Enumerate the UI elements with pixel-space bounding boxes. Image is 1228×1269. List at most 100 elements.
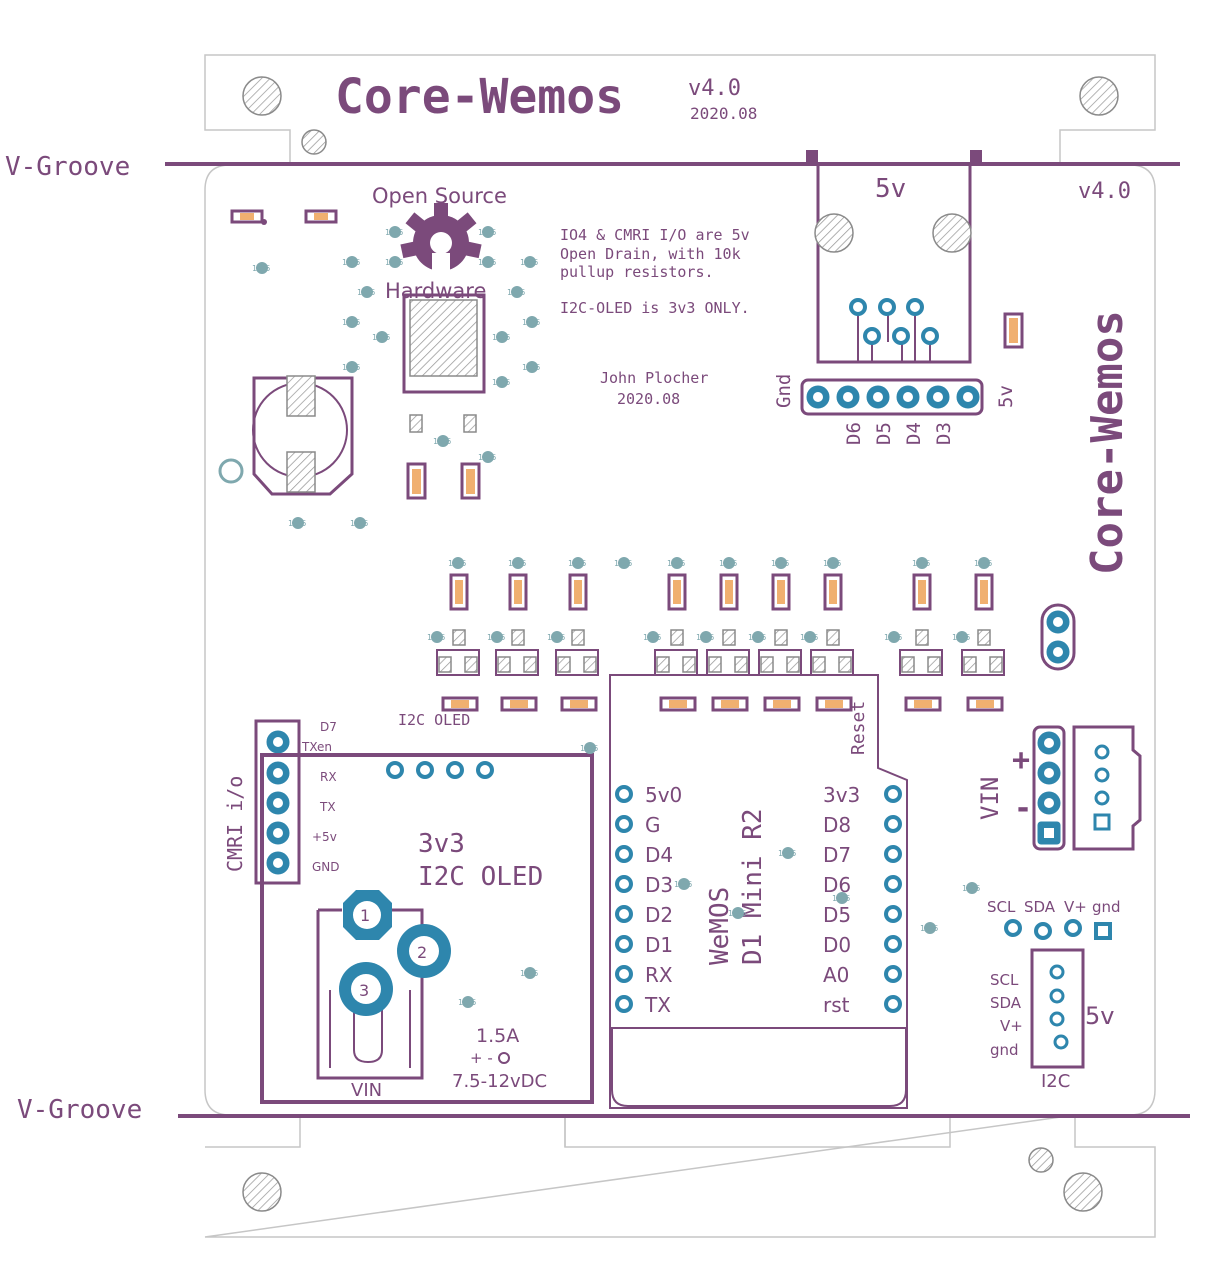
via [524, 967, 536, 979]
wemos-name-line1: WeMOS [705, 887, 735, 965]
i2c-conn-scl: SCL [990, 971, 1019, 989]
wemos-left-pin-label: TX [644, 993, 671, 1017]
board-title: Core-Wemos [335, 69, 624, 125]
via-label: 1-16 [385, 258, 403, 267]
polarity-icon [498, 1052, 510, 1064]
note-line-3: pullup resistors. [560, 263, 714, 281]
via-label: 1-16 [614, 559, 632, 568]
wemos-right-pin-label: D5 [823, 903, 851, 927]
via-label: 1-16 [342, 318, 360, 327]
wemos-pin-pad [884, 875, 902, 893]
power-polarity: + - [470, 1049, 493, 1067]
rj-connector-label: 5v [875, 174, 906, 204]
via-label: 1-16 [962, 884, 980, 893]
via-label: 1-16 [696, 633, 714, 642]
author-name: John Plocher [600, 369, 708, 387]
via [346, 361, 358, 373]
via [956, 631, 968, 643]
via [452, 557, 464, 569]
note-line-2: Open Drain, with 10k [560, 245, 741, 263]
via-label: 1-16 [748, 633, 766, 642]
via-label: 1-16 [478, 453, 496, 462]
via [482, 226, 494, 238]
gear-icon [400, 203, 482, 283]
vin-minus: - [1014, 791, 1032, 826]
power-pin-3: 3 [359, 981, 369, 1000]
wemos-name-line2: D1 Mini R2 [738, 808, 768, 965]
wemos-left-pin-label: RX [645, 963, 673, 987]
via-label: 1-16 [372, 333, 390, 342]
via [496, 376, 508, 388]
design-notes: IO4 & CMRI I/O are 5v Open Drain, with 1… [560, 226, 750, 408]
via-label: 1-16 [674, 880, 692, 889]
via-label: 1-16 [771, 559, 789, 568]
via-label: 1-16 [350, 519, 368, 528]
wemos-left-pin-label: D3 [645, 873, 673, 897]
via-label: 1-16 [508, 559, 526, 568]
top-smd-parts [230, 209, 1024, 349]
via [256, 262, 268, 274]
wemos-pin-pad [884, 785, 902, 803]
via [496, 331, 508, 343]
regulator-tab [409, 299, 478, 377]
cmri-pin-5v: +5v [312, 830, 337, 844]
i2c-oled-header-label: I2C OLED [398, 711, 470, 729]
mounting-hole [1079, 76, 1119, 116]
v-groove-top: V-Groove [5, 152, 1180, 182]
via-label: 1-16 [884, 633, 902, 642]
via-label: 1-16 [568, 559, 586, 568]
vin-plus: + [1012, 743, 1030, 778]
vin-terminal-label: VIN [976, 777, 1004, 820]
via-label: 1-16 [448, 559, 466, 568]
via [752, 631, 764, 643]
via [584, 742, 596, 754]
via-label: 1-16 [800, 633, 818, 642]
cmri-label: CMRI i/o [223, 776, 247, 872]
mounting-hole [301, 129, 327, 155]
via [671, 557, 683, 569]
via-label: 1-16 [520, 969, 538, 978]
via-label: 1-16 [719, 559, 737, 568]
wemos-pin-pad [615, 815, 633, 833]
via-label: 1-16 [478, 258, 496, 267]
via [524, 256, 536, 268]
wemos-left-pin-label: D2 [645, 903, 673, 927]
rj-pins [849, 298, 939, 362]
via-label: 1-16 [342, 258, 360, 267]
wemos-pin-pad [615, 995, 633, 1013]
author-date: 2020.08 [617, 390, 680, 408]
rj-connector: 5v Gnd 5v D6 D5 D4 D3 [773, 150, 1017, 445]
i2c-voltage: 5v [1085, 1002, 1114, 1030]
via-label: 1-16 [832, 894, 850, 903]
via [292, 517, 304, 529]
wemos-pin-pad [615, 785, 633, 803]
wemos-pin-pad [884, 965, 902, 983]
via-label: 1-16 [952, 633, 970, 642]
via [354, 517, 366, 529]
via [389, 226, 401, 238]
wemos-left-pin-label: D1 [645, 933, 673, 957]
v-groove-bottom: V-Groove [17, 1095, 1190, 1125]
i2c-label: I2C [1041, 1071, 1070, 1092]
via-label: 1-16 [912, 559, 930, 568]
oled-line1: 3v3 [418, 829, 465, 859]
board-version: v4.0 [688, 76, 741, 101]
i2c-header-gnd: gnd [1092, 898, 1121, 916]
via [782, 847, 794, 859]
vin-terminal: VIN + - [976, 725, 1142, 851]
via [978, 557, 990, 569]
via [361, 286, 373, 298]
via-label: 1-16 [288, 519, 306, 528]
led-driver-row [436, 573, 1005, 712]
via [827, 557, 839, 569]
via [526, 316, 538, 328]
wemos-pin-pad [884, 935, 902, 953]
test-vias: 1-16 1-16 1-16 1-16 1-16 1-16 1-16 1-16 1-16 1-16… [252, 226, 992, 1008]
mounting-hole [1063, 1172, 1103, 1212]
wemos-reset-label: Reset [848, 701, 869, 755]
wemos-pin-pad [615, 845, 633, 863]
cmri-pin-tx: TX [319, 800, 336, 814]
battery-holder [218, 375, 354, 496]
via-label: 1-16 [667, 559, 685, 568]
